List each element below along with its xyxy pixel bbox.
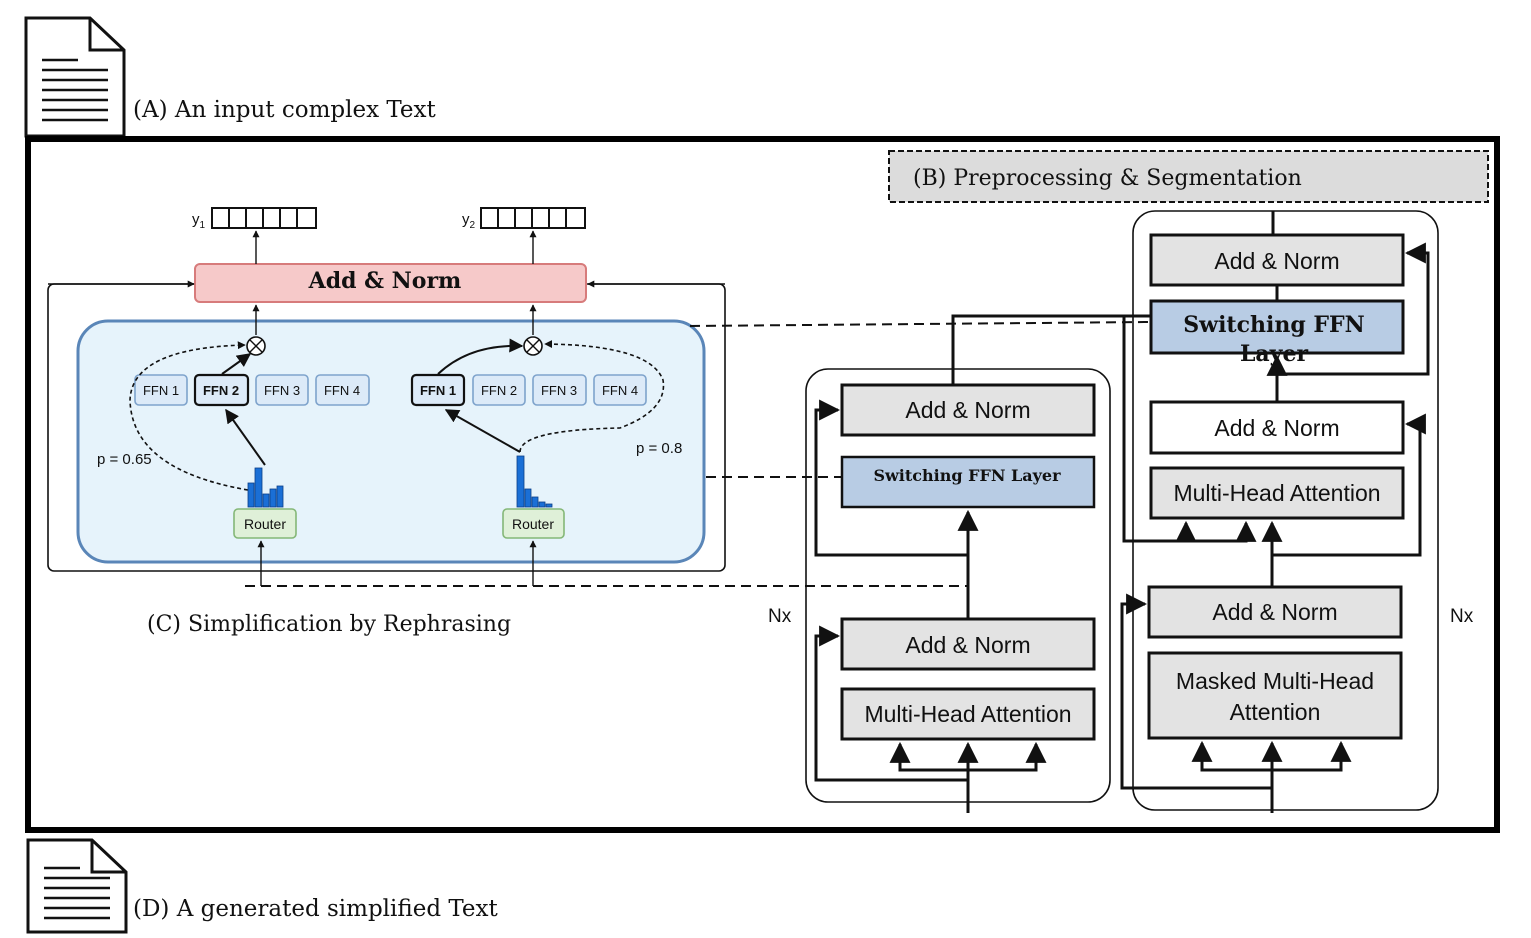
preprocessing-banner <box>888 150 1489 203</box>
encoder-add-norm-bottom-label: Add & Norm <box>905 632 1030 658</box>
p-left-label: p = 0.65 <box>97 451 152 468</box>
decoder-masked-mha-label-2: Attention <box>1230 699 1321 725</box>
switch-layer-diagram: Add & Norm y1 y2 <box>47 207 726 586</box>
decoder-mha-label: Multi-Head Attention <box>1173 480 1380 506</box>
encoder-repeat-label: Nx <box>768 606 792 627</box>
encoder-switch-ffn <box>840 455 1096 509</box>
simplification-label: (C) Simplification by Rephrasing <box>147 612 511 637</box>
svg-text:FFN 2: FFN 2 <box>481 383 517 398</box>
moe-panel <box>76 319 706 564</box>
decoder-add-norm-mid <box>1149 400 1405 455</box>
decoder-switch-ffn <box>1149 299 1405 355</box>
decoder-add-norm-mid-label: Add & Norm <box>1214 415 1339 441</box>
switch-add-norm-label: Add & Norm <box>308 268 462 294</box>
generated-text-label: (D) A generated simplified Text <box>133 896 499 922</box>
multiply-right-icon <box>523 336 543 356</box>
svg-text:Router: Router <box>244 516 286 532</box>
dashed-connectors <box>245 321 1151 587</box>
svg-text:Router: Router <box>512 516 554 532</box>
encoder-stack: Nx Add & Norm Switching FFN Layer Add & … <box>768 314 1150 813</box>
decoder-mha <box>1149 466 1405 520</box>
svg-text:FFN 3: FFN 3 <box>541 383 577 398</box>
svg-text:FFN 1: FFN 1 <box>143 383 179 398</box>
switch-add-norm-box <box>194 263 587 303</box>
encoder-add-norm-top <box>840 383 1096 437</box>
input-document-icon <box>24 16 126 138</box>
encoder-mha <box>840 687 1096 741</box>
decoder-add-norm-low <box>1147 585 1403 639</box>
svg-text:FFN 3: FFN 3 <box>264 383 300 398</box>
svg-text:FFN 1: FFN 1 <box>420 383 456 398</box>
left-ffn-4: FFN 4 <box>315 374 370 406</box>
decoder-add-norm-top-label: Add & Norm <box>1214 248 1339 274</box>
y1-vector <box>211 207 317 229</box>
p-right-label: p = 0.8 <box>636 440 682 457</box>
decoder-masked-mha-label-1: Masked Multi-Head <box>1176 668 1374 694</box>
multiply-left-icon <box>246 336 266 356</box>
decoder-outer-box <box>1132 210 1439 811</box>
input-text-label: (A) An input complex Text <box>133 97 437 123</box>
left-ffn-1: FFN 1 <box>134 374 188 406</box>
decoder-repeat-label: Nx <box>1450 606 1474 627</box>
svg-text:FFN 2: FFN 2 <box>203 383 239 398</box>
decoder-add-norm-low-label: Add & Norm <box>1212 599 1337 625</box>
y1-label: y1 <box>192 211 206 231</box>
svg-text:FFN 4: FFN 4 <box>324 383 360 398</box>
right-ffn-3: FFN 3 <box>532 374 587 406</box>
y2-vector <box>480 207 586 229</box>
encoder-switch-ffn-label: Switching FFN Layer <box>873 466 1061 485</box>
left-router: Router <box>233 508 297 539</box>
right-router: Router <box>502 508 565 539</box>
preprocessing-label: (B) Preprocessing & Segmentation <box>913 166 1302 191</box>
left-router-histogram <box>247 467 284 508</box>
decoder-add-norm-top <box>1149 233 1405 287</box>
right-ffn-2: FFN 2 <box>472 374 526 406</box>
svg-text:FFN 4: FFN 4 <box>602 383 638 398</box>
left-ffn-3: FFN 3 <box>255 374 309 406</box>
encoder-mha-label: Multi-Head Attention <box>864 701 1071 727</box>
output-document-icon <box>26 838 128 934</box>
y2-label: y2 <box>462 211 476 231</box>
right-ffn-1-selected: FFN 1 <box>410 373 466 407</box>
left-ffn-2-selected: FFN 2 <box>193 373 250 407</box>
right-router-histogram <box>516 455 553 508</box>
encoder-add-norm-top-label: Add & Norm <box>905 397 1030 423</box>
encoder-outer-box <box>805 368 1111 803</box>
right-ffn-4: FFN 4 <box>593 374 647 406</box>
pipeline-frame <box>25 136 1500 833</box>
decoder-masked-mha <box>1147 651 1403 740</box>
